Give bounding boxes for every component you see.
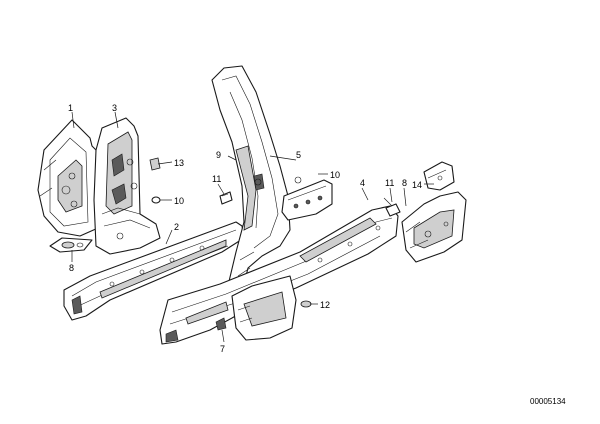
leader-lines — [71, 111, 434, 343]
callout-labels: 1 3 2 8 13 10 9 5 11 10 4 8 14 11 12 7 — [68, 103, 422, 354]
part-10-bracket-center — [281, 176, 333, 221]
part-13-clip — [149, 157, 161, 171]
part-4-inner-sill — [159, 197, 399, 345]
callout-9: 9 — [216, 150, 221, 160]
part-11-nut-right — [385, 203, 401, 217]
part-14-bracket — [423, 161, 455, 191]
callout-8-right: 8 — [402, 178, 407, 188]
part-1-front-panel — [37, 119, 99, 237]
callout-8-left: 8 — [69, 263, 74, 273]
callout-1: 1 — [68, 103, 73, 113]
callout-7: 7 — [220, 344, 225, 354]
document-number: 00005134 — [530, 397, 566, 406]
part-2-outer-sill — [63, 221, 245, 321]
callout-5: 5 — [296, 150, 301, 160]
part-3-pillar-reinforcement — [93, 117, 161, 255]
callout-4: 4 — [360, 178, 365, 188]
callout-14: 14 — [412, 180, 422, 190]
part-7-pillar-foot — [215, 275, 297, 341]
part-12-plug — [300, 300, 312, 308]
callout-3: 3 — [112, 103, 117, 113]
part-8-bracket-left — [49, 237, 93, 253]
callout-12: 12 — [320, 300, 330, 310]
callout-10-center: 10 — [330, 170, 340, 180]
callout-11-right: 11 — [385, 178, 394, 188]
part-5-b-pillar — [211, 65, 291, 311]
part-10-grommet-left — [151, 196, 161, 204]
part-8-rear-panel — [401, 191, 467, 263]
callout-13: 13 — [174, 158, 184, 168]
callout-2: 2 — [174, 222, 179, 232]
callout-11-center: 11 — [212, 174, 221, 184]
callout-10-left: 10 — [174, 196, 184, 206]
part-11-bolt-center — [219, 191, 233, 205]
